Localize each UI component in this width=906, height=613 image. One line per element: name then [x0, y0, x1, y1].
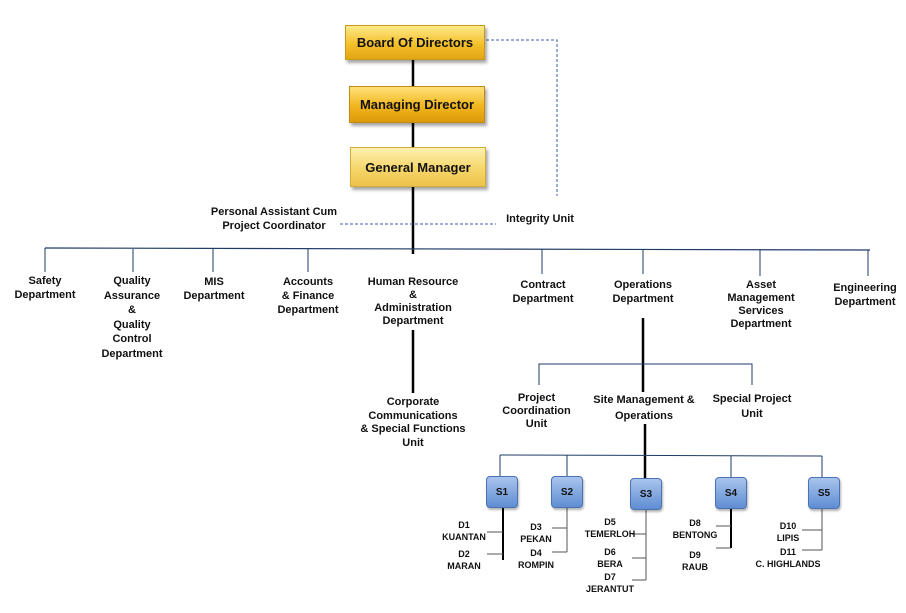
- site-s1-box: S1: [486, 476, 518, 508]
- general-manager-label: General Manager: [365, 159, 471, 175]
- safety-department: Safety Department: [14, 275, 76, 301]
- quality-department: Quality Assurance & Quality Control Depa…: [101, 275, 163, 360]
- site-s3-box: S3: [630, 478, 662, 510]
- project-coordination-unit: Project Coordination Unit: [502, 392, 571, 430]
- operations-department: Operations Department: [612, 279, 674, 305]
- accounts-finance-department: Accounts & Finance Department: [277, 276, 339, 316]
- managing-director-label: Managing Director: [359, 97, 475, 112]
- board-of-directors-box: Board Of Directors: [345, 25, 485, 60]
- managing-director-box: Managing Director: [349, 86, 485, 123]
- contract-department: Contract Department: [512, 279, 574, 305]
- corporate-communications-unit: Corporate Communications & Special Funct…: [360, 396, 466, 449]
- board-of-directors-label: Board Of Directors: [356, 35, 474, 50]
- integrity-unit-label: Integrity Unit: [506, 213, 574, 225]
- human-resource-department: Human Resource & Administration Departme…: [367, 276, 459, 327]
- asset-management-department: Asset Management Services Department: [727, 279, 795, 330]
- mis-department: MIS Department: [183, 276, 245, 302]
- general-manager-box: General Manager: [350, 147, 486, 187]
- personal-assistant-label: Personal Assistant Cum Project Coordinat…: [210, 206, 338, 232]
- site-s2-box: S2: [551, 476, 583, 508]
- site-s5-box: S5: [808, 477, 840, 509]
- site-management-operations: Site Management & Operations: [593, 394, 695, 422]
- engineering-department: Engineering Department: [833, 282, 897, 308]
- site-s4-box: S4: [715, 477, 747, 509]
- special-project-unit: Special Project Unit: [712, 393, 792, 420]
